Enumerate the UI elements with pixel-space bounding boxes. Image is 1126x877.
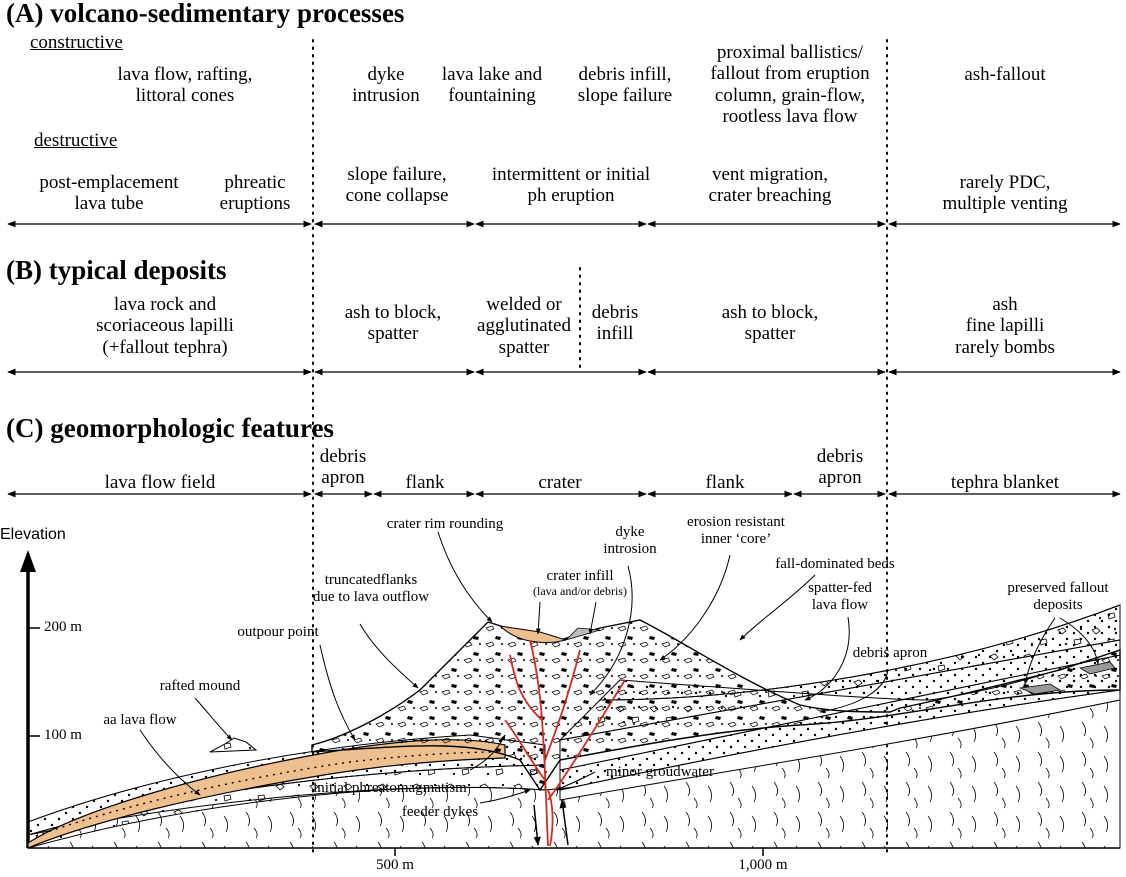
feature-cell: debris apron (816, 446, 864, 489)
destructive-cell: phreatic eruptions (219, 172, 291, 215)
destructive-cell: rarely PDC, multiple venting (942, 172, 1068, 215)
deposit-cell: ash fine lapilli rarely bombs (955, 294, 1055, 358)
annotation-aa-lava-flow: aa lava flow (103, 712, 177, 728)
deposit-cell: welded or agglutinated spatter (477, 294, 571, 358)
cross-section (27, 604, 1121, 849)
annotation-groundwater: minor groudwater (606, 764, 714, 780)
deposit-cell: ash to block, spatter (344, 302, 442, 345)
constructive-cell: lava lake and fountaining (441, 64, 543, 107)
y-tick-label: 200 m (44, 619, 82, 635)
annotation-fall-dominated: fall-dominated beds (775, 556, 895, 572)
constructive-cell: lava flow, rafting, littoral cones (117, 64, 253, 107)
constructive-cell: debris infill, slope failure (577, 64, 673, 107)
annotation-dyke: dyke introsion (603, 524, 657, 557)
x-tick-label: 1,000 m (738, 857, 788, 873)
destructive-cell: intermittent or initial ph eruption (491, 164, 651, 207)
annotation-crater-rim: crater rim rounding (386, 516, 504, 532)
feature-cell: flank (405, 472, 445, 493)
annotation-debris-apron: debris apron (852, 645, 928, 661)
feature-cell: lava flow field (104, 472, 216, 493)
annotation-feeder-dykes: feeder dykes (401, 804, 479, 820)
x-tick-label: 500 m (376, 857, 414, 873)
section-c-title: (C) geomorphologic features (6, 413, 334, 443)
deposit-cell: lava rock and scoriaceous lapilli (+fall… (96, 294, 234, 358)
annotation-phreatomagmatism: initial phreatomagmatism (313, 780, 467, 796)
annotation-rafted-mound: rafted mound (159, 678, 241, 694)
deposit-cell: ash to block, spatter (721, 302, 819, 345)
deposit-cell: debris infill (591, 302, 639, 345)
section-b-title: (B) typical deposits (6, 255, 227, 285)
destructive-cell: post-emplacement lava tube (39, 172, 179, 215)
feature-cell: crater (538, 472, 582, 493)
annotation-crater-infill-sub: (lava and/or debris) (533, 584, 627, 598)
constructive-cell: proximal ballistics/ fallout from erupti… (710, 42, 870, 127)
constructive-cell: dyke intrusion (352, 64, 420, 107)
section-a-title: (A) volcano-sedimentary processes (6, 0, 405, 28)
annotation-truncated-flanks: truncatedflanks due to lava outflow (312, 572, 430, 605)
annotation-preserved-fallout: preserved fallout deposits (1007, 580, 1109, 613)
destructive-label: destructive (34, 130, 118, 151)
y-tick-label: 100 m (44, 727, 82, 743)
feature-cell: tephra blanket (950, 472, 1060, 493)
annotation-erosion-core: erosion resistant inner ‘core’ (687, 514, 785, 547)
leader-lines (139, 531, 1100, 804)
annotation-crater-infill: crater infill (546, 568, 614, 584)
destructive-cell: vent migration, crater breaching (708, 164, 832, 207)
constructive-label: constructive (30, 32, 123, 53)
feature-cell: debris apron (319, 446, 367, 489)
annotation-spatter-fed: spatter-fed lava flow (808, 580, 872, 613)
constructive-cell: ash-fallout (964, 64, 1046, 85)
destructive-cell: slope failure, cone collapse (345, 164, 449, 207)
feature-cell: flank (705, 472, 745, 493)
annotation-outpour-point: outpour point (237, 624, 319, 640)
y-axis-title: Elevation (0, 526, 66, 543)
